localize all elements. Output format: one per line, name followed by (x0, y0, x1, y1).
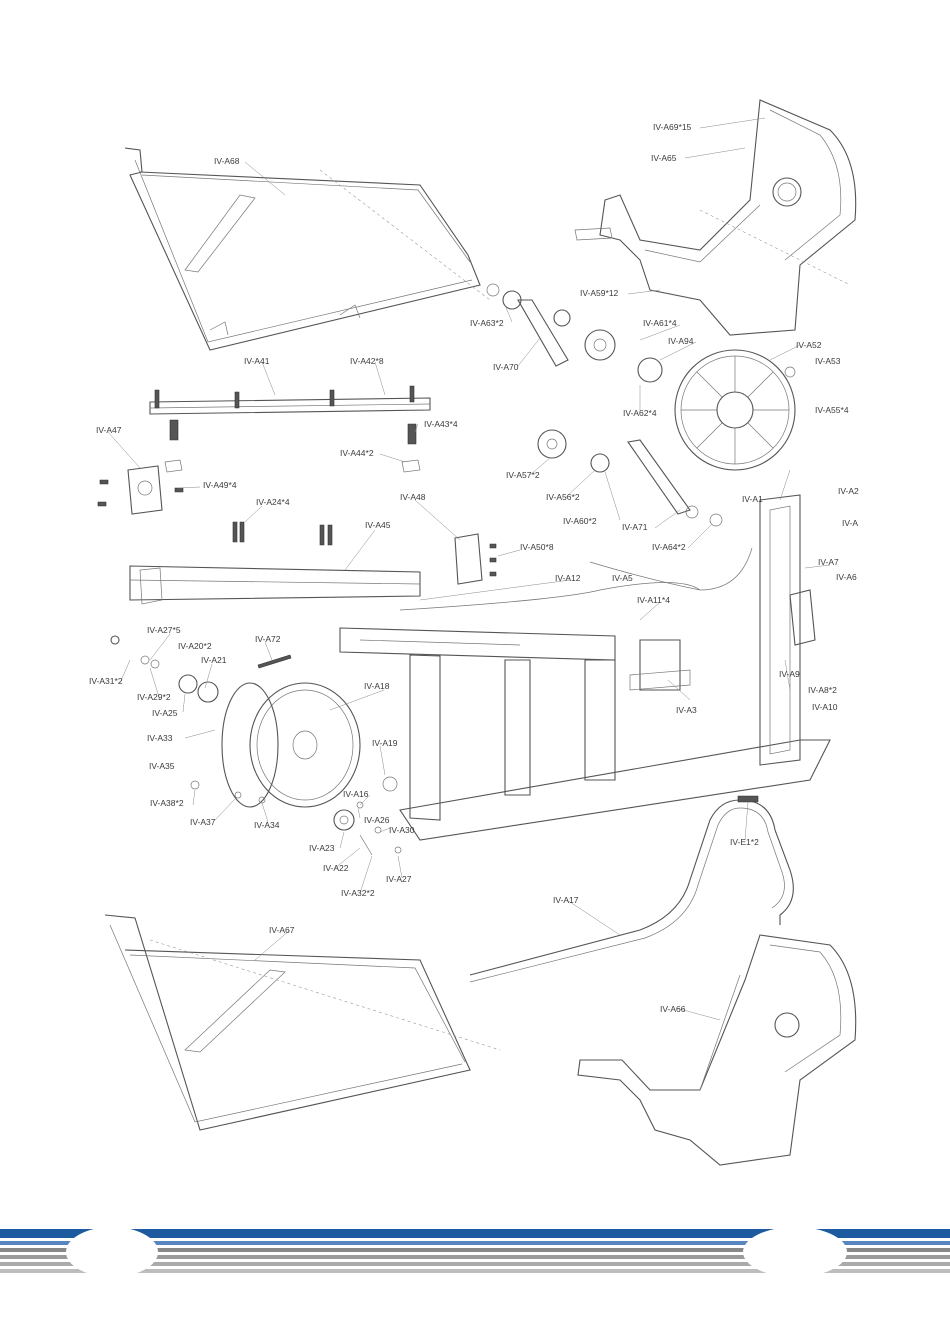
label-a20: IV-A20*2 (178, 641, 212, 651)
footer-stripe-grey-1 (0, 1248, 950, 1252)
label-a56: IV-A56*2 (546, 492, 580, 502)
label-a63: IV-A63*2 (470, 318, 504, 328)
label-a66: IV-A66 (660, 1004, 686, 1014)
cable-a12-drawing (399, 547, 753, 611)
hub-a57-drawing (537, 429, 723, 527)
footer-page-oval-right (743, 1227, 847, 1277)
label-a59: IV-A59*12 (580, 288, 619, 298)
label-a37: IV-A37 (190, 817, 216, 827)
small-parts-bottom-drawing (333, 776, 402, 856)
label-a64: IV-A64*2 (652, 542, 686, 552)
label-a61: IV-A61*4 (643, 318, 677, 328)
label-a44: IV-A44*2 (340, 448, 374, 458)
label-a71: IV-A71 (622, 522, 648, 532)
label-a50: IV-A50*8 (520, 542, 554, 552)
bolts-a24-drawing (232, 521, 333, 546)
label-a67: IV-A67 (269, 925, 295, 935)
bracket-a47-drawing (97, 465, 184, 515)
label-a30: IV-A30 (389, 825, 415, 835)
label-a2: IV-A2 (838, 486, 859, 496)
label-a72: IV-A72 (255, 634, 281, 644)
label-a21: IV-A21 (201, 655, 227, 665)
label-a3: IV-A3 (676, 705, 697, 715)
footer-stripe-grey-2 (0, 1255, 950, 1259)
label-a24: IV-A24*4 (256, 497, 290, 507)
label-a8: IV-A8*2 (808, 685, 837, 695)
belt-a17-drawing (469, 795, 794, 983)
footer-stripe-grey-3 (0, 1262, 950, 1266)
label-a65: IV-A65 (651, 153, 677, 163)
label-a62: IV-A62*4 (623, 408, 657, 418)
label-a41: IV-A41 (244, 356, 270, 366)
leader-lines (107, 117, 831, 1021)
label-a45: IV-A45 (365, 520, 391, 530)
label-a10: IV-A10 (812, 702, 838, 712)
label-a16: IV-A16 (343, 789, 369, 799)
label-a17: IV-A17 (553, 895, 579, 905)
footer-page-oval-left (66, 1227, 158, 1277)
label-a49: IV-A49*4 (203, 480, 237, 490)
label-a57: IV-A57*2 (506, 470, 540, 480)
label-a60: IV-A60*2 (563, 516, 597, 526)
label-a42: IV-A42*8 (350, 356, 384, 366)
label-a11: IV-A11*4 (637, 595, 670, 605)
cover-a65-drawing (574, 99, 857, 336)
footer-stripe-grey-4 (0, 1269, 950, 1273)
label-a4: IV-A (842, 518, 858, 528)
footer-band (0, 1227, 950, 1277)
rail-a45-drawing (129, 565, 421, 605)
small-parts-left-drawing (110, 635, 292, 804)
label-a53: IV-A53 (815, 356, 841, 366)
label-a6: IV-A6 (836, 572, 857, 582)
footer-stripe-lightblue (0, 1241, 950, 1245)
label-a94: IV-A94 (668, 336, 694, 346)
label-a7: IV-A7 (818, 557, 839, 567)
main-frame-drawing (339, 494, 831, 841)
label-e1: IV-E1*2 (730, 837, 759, 847)
label-a1: IV-A1 (742, 494, 763, 504)
label-a52: IV-A52 (796, 340, 822, 350)
label-a25: IV-A25 (152, 708, 178, 718)
label-a31: IV-A31*2 (89, 676, 123, 686)
label-a35: IV-A35 (149, 761, 175, 771)
footer-stripe-blue (0, 1229, 950, 1238)
crank-a70-drawing (486, 283, 571, 367)
label-a22: IV-A22 (323, 863, 349, 873)
label-a9: IV-A9 (779, 669, 800, 679)
cover-a68-drawing (124, 147, 491, 351)
label-a55: IV-A55*4 (815, 405, 849, 415)
label-a38: IV-A38*2 (150, 798, 184, 808)
label-a18: IV-A18 (364, 681, 390, 691)
label-a43: IV-A43*4 (424, 419, 458, 429)
label-a12: IV-A12 (555, 573, 581, 583)
flywheel-a18-drawing (221, 682, 361, 808)
bracket-a48-drawing (454, 533, 497, 585)
label-a34: IV-A34 (254, 820, 280, 830)
label-a23: IV-A23 (309, 843, 335, 853)
wheel-a52-drawing (674, 349, 796, 471)
label-a69: IV-A69*15 (653, 122, 692, 132)
bar-a41-drawing (149, 385, 431, 473)
cover-a67-drawing (104, 914, 501, 1131)
cover-a66-drawing (577, 934, 857, 1166)
hub-a61-drawing (584, 329, 663, 383)
label-a27: IV-A27 (386, 874, 412, 884)
label-a19: IV-A19 (372, 738, 398, 748)
part-labels: IV-A69*15 IV-A65 IV-A68 IV-A59*12 IV-A63… (89, 122, 859, 1014)
label-a70: IV-A70 (493, 362, 519, 372)
label-a27-5: IV-A27*5 (147, 625, 181, 635)
label-a26: IV-A26 (364, 815, 390, 825)
label-a29: IV-A29*2 (137, 692, 171, 702)
label-a48: IV-A48 (400, 492, 426, 502)
label-a5: IV-A5 (612, 573, 633, 583)
label-a68: IV-A68 (214, 156, 240, 166)
label-a32: IV-A32*2 (341, 888, 375, 898)
label-a33: IV-A33 (147, 733, 173, 743)
label-a47: IV-A47 (96, 425, 122, 435)
